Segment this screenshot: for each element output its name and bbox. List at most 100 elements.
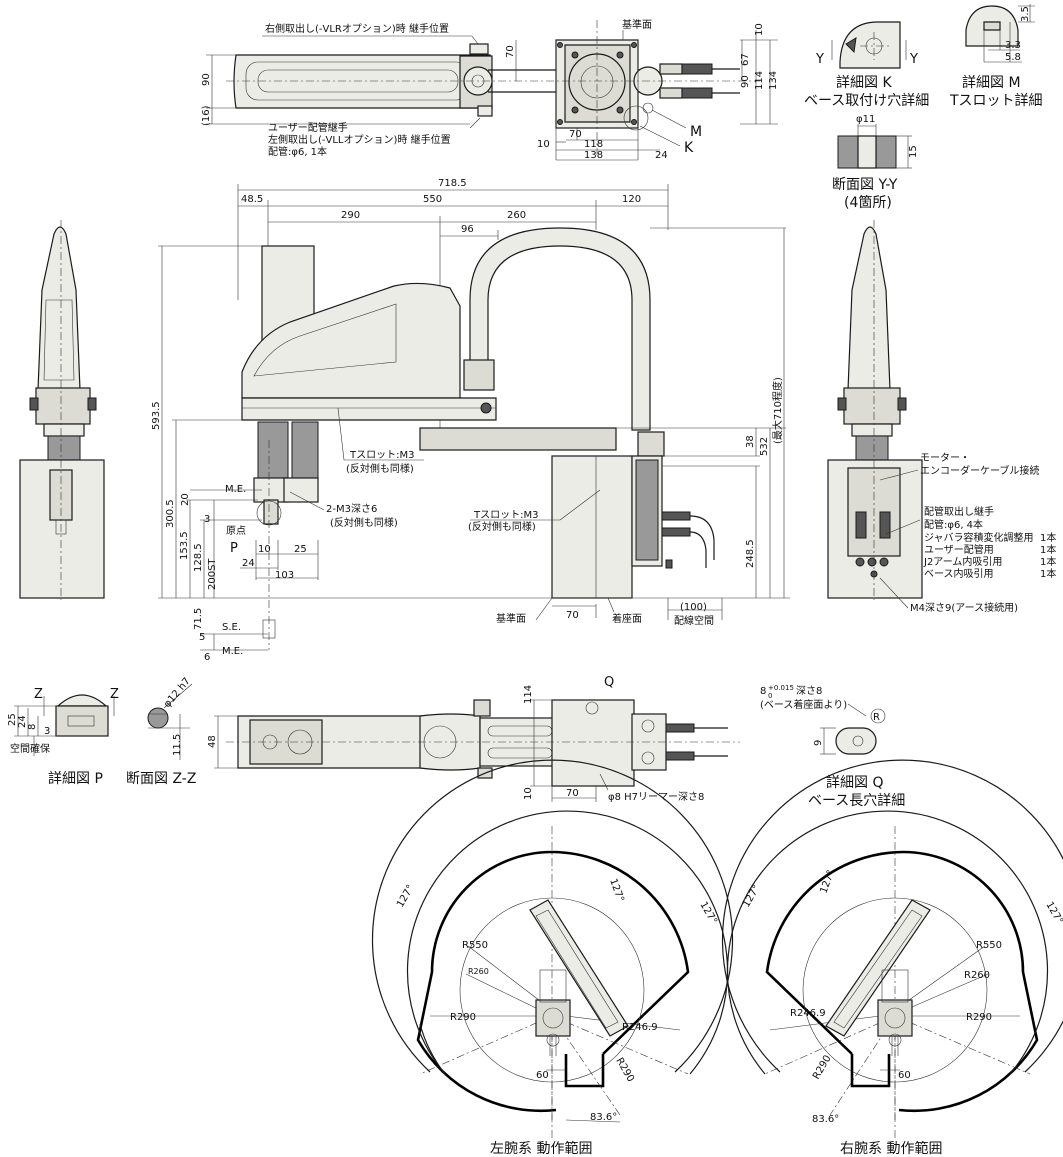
detail-q-tol-lower: 0 (768, 692, 772, 700)
bottom-dim-48: 48 (207, 735, 218, 748)
tslot-note-base: Tスロット:M3 (473, 510, 538, 521)
dim-550: 550 (423, 194, 442, 205)
detail-m: 3.5 3.3 5.8 詳細図 M Tスロット詳細 (949, 4, 1043, 109)
left-r260: R260 (468, 967, 489, 976)
dim-710-approx: (最大710程度) (771, 377, 784, 444)
detail-p-z-left: Z (34, 687, 43, 702)
section-zz-phi: φ12 h7 (162, 676, 193, 710)
right-end-view: モーター・ エンコーダーケーブル接続 配管取出し継手 配管:φ6, 4本 ジャバ… (827, 220, 1056, 614)
dim-138: 138 (584, 150, 603, 161)
dim-6: 6 (204, 652, 210, 663)
dim-67: 67 (740, 53, 751, 66)
motion-range-right: 127° 127° 127° R550 R260 R246.9 R290 R29… (721, 759, 1063, 1157)
bottom-dim-114: 114 (523, 685, 534, 704)
detail-q-tol-upper: +0.015 (768, 684, 794, 692)
dim-593-5: 593.5 (151, 401, 162, 430)
detail-k: Y Y 詳細図 K ベース取付け穴詳細 (804, 21, 929, 109)
left-angle-83-6: 83.6° (590, 1112, 617, 1123)
front-view: 718.5 48.5 550 120 290 260 96 (151, 178, 790, 663)
detail-m-dim-58: 5.8 (1005, 52, 1021, 63)
detail-q-subtitle: ベース長穴詳細 (808, 793, 905, 809)
detail-q-r: R (873, 712, 880, 723)
pipe-row-1: ジャバラ容積変化調整用 (924, 531, 1034, 544)
section-yy-dim-15: 15 (908, 145, 919, 158)
dim-16: (16) (201, 105, 212, 126)
detail-q: 8 +0.015 0 深さ8 (ベース着座面より) R 9 詳細図 Q ベース長… (760, 684, 905, 809)
pipe-row-3: J2アーム内吸引用 (923, 555, 1002, 568)
right-motion-title: 右腕系 動作範囲 (840, 1140, 942, 1157)
pipe-row-2: ユーザー配管用 (924, 543, 994, 556)
dim-24-top: 24 (655, 150, 668, 161)
pipe-row-4-count: 1本 (1040, 567, 1056, 580)
me-label-bottom: M.E. (222, 646, 243, 657)
dim-103: 103 (275, 570, 294, 581)
right-r550: R550 (976, 940, 1002, 951)
left-r290-a: R290 (450, 1012, 476, 1023)
dim-20: 20 (180, 493, 191, 506)
dim-10-p: 10 (258, 544, 271, 555)
dim-90: 90 (201, 73, 212, 86)
se-label: S.E. (222, 622, 241, 633)
note-pipe: 配管:φ6, 1本 (268, 145, 327, 158)
tslot-note-base-sub: (反対側も同様) (468, 520, 536, 533)
detail-p-dim-8: 8 (27, 724, 38, 730)
motion-range-left: 127° 127° 127° R550 R260 R246.9 R290 R29… (371, 759, 734, 1157)
label-m: M (690, 124, 702, 140)
dim-24-p: 24 (242, 558, 255, 569)
right-angle-127-outer: 127° (741, 883, 763, 909)
detail-p-dim-25: 25 (7, 713, 18, 726)
section-yy-title: 断面図 Y-Y (832, 177, 898, 193)
dim-10-left: 10 (537, 139, 550, 150)
detail-p: Z Z 25 24 8 3 空間確保 詳細図 P (7, 687, 119, 787)
detail-m-subtitle: Tスロット詳細 (949, 93, 1043, 109)
top-view: 右側取出し(-VLRオプション)時 継手位置 ユーザー配管継手 左側取出し(-V… (201, 18, 779, 161)
right-r260: R260 (964, 970, 990, 981)
dim-114: 114 (754, 71, 765, 90)
detail-q-title: 詳細図 Q (826, 775, 883, 791)
right-r290-a: R290 (966, 1012, 992, 1023)
seat-face-label: 着座面 (612, 612, 642, 625)
dim-70-vertical: 70 (505, 45, 516, 58)
ref-face-bottom: 基準面 (496, 612, 526, 625)
me-label-top: M.E. (225, 484, 246, 495)
bottom-dim-70: 70 (566, 788, 579, 799)
dim-71-5: 71.5 (193, 608, 204, 630)
dim-90-right: 90 (740, 75, 751, 88)
dim-3: 3 (204, 514, 210, 525)
dim-718-5: 718.5 (438, 178, 467, 189)
detail-k-subtitle: ベース取付け穴詳細 (804, 93, 929, 109)
dim-153-5: 153.5 (179, 531, 190, 560)
detail-p-dim-24: 24 (17, 715, 28, 728)
m4-note: M4深さ9(アース接続用) (910, 601, 1018, 614)
pipe-row-2-count: 1本 (1040, 543, 1056, 556)
left-angle-127-outer: 127° (395, 883, 417, 909)
left-r290-b: R290 (613, 1056, 636, 1084)
right-r290-b: R290 (811, 1053, 834, 1081)
dim-128-5: 128.5 (193, 543, 204, 572)
section-zz-dim-11-5: 11.5 (172, 734, 183, 756)
dim-118: 118 (584, 139, 603, 150)
left-end-view (19, 220, 105, 600)
pipe-note-2: 配管:φ6, 4本 (924, 518, 983, 531)
detail-m-dim-33: 3.3 (1005, 40, 1021, 51)
pipe-row-1-count: 1本 (1040, 531, 1056, 544)
dim-532: 532 (759, 437, 770, 456)
dim-38: 38 (745, 435, 756, 448)
dim-134: 134 (768, 71, 779, 90)
tap-note: 2-M3深さ6 (326, 503, 377, 515)
left-r246-9: R246.9 (622, 1022, 658, 1033)
pipe-row-4: ベース内吸引用 (924, 567, 994, 580)
wiring-space-label: 配線空間 (674, 614, 714, 627)
dim-100: (100) (680, 602, 707, 613)
detail-p-title: 詳細図 P (48, 771, 103, 787)
detail-q-depth: 深さ8 (796, 685, 822, 697)
detail-p-dim-3: 3 (44, 726, 50, 737)
detail-k-y-right: Y (909, 52, 918, 67)
dim-96: 96 (461, 224, 474, 235)
detail-k-y-left: Y (815, 52, 824, 67)
detail-m-title: 詳細図 M (962, 75, 1021, 91)
dim-70-horizontal: 70 (569, 129, 582, 140)
detail-q-from: (ベース着座面より) (760, 698, 847, 711)
note-vll: 左側取出し(-VLLオプション)時 継手位置 (268, 133, 451, 146)
